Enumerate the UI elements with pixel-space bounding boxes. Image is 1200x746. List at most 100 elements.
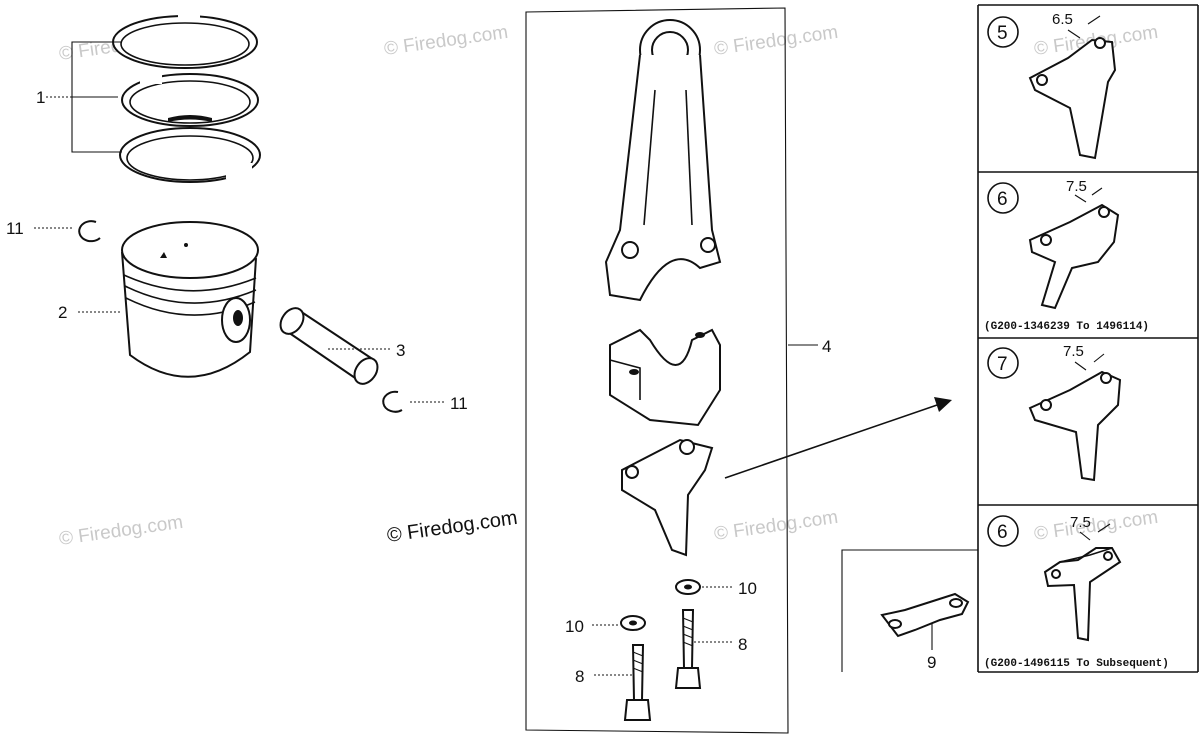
callout-3: 3 xyxy=(396,341,405,360)
circlip-upper xyxy=(78,220,101,243)
lock-plate-frame xyxy=(841,549,978,672)
lock-washer-right xyxy=(675,579,701,595)
circlip-ring xyxy=(78,220,101,243)
bolt-right xyxy=(674,609,702,689)
callout-8-left: 8 xyxy=(575,667,584,686)
ring-top-inner xyxy=(120,22,250,66)
ring-middle xyxy=(121,73,259,127)
callout-1: 1 xyxy=(36,88,45,107)
variant-arrow xyxy=(724,403,941,479)
cap-hole xyxy=(695,332,705,338)
watermark-main: © Firedog.com xyxy=(386,507,519,547)
lock-plate xyxy=(880,592,970,638)
plate-body xyxy=(880,592,970,638)
variant-dimension: 7.5 xyxy=(1070,514,1091,531)
crown-arrow xyxy=(160,252,167,258)
watermark: © Firedog.com xyxy=(58,512,185,550)
rod-beam xyxy=(604,54,722,302)
ring-texture xyxy=(168,115,212,122)
washer-hole xyxy=(629,620,637,626)
dipper-hole xyxy=(679,439,695,455)
ring-middle-inner xyxy=(129,80,251,124)
bolt-thread xyxy=(682,617,694,647)
dipper-hole xyxy=(625,465,639,479)
watermark: © Firedog.com xyxy=(383,22,510,60)
variant-hole xyxy=(1100,372,1112,384)
piston xyxy=(121,221,259,378)
dimension-lines xyxy=(1074,353,1105,371)
rod-bolt-hole xyxy=(700,237,716,253)
variant-number: 6 xyxy=(997,522,1008,543)
variant-panel-6a: 6 7.5 (G200-1346239 To 1496114) xyxy=(984,178,1149,333)
plate-hole xyxy=(949,598,963,608)
variant-panels xyxy=(977,4,1199,673)
bolt-head xyxy=(623,699,652,721)
pin-hole xyxy=(233,310,243,326)
variant-hole xyxy=(1103,551,1113,561)
rod-web xyxy=(643,89,656,226)
dimension-lines xyxy=(1079,523,1111,541)
circlip-lower xyxy=(382,390,403,413)
callout-11-upper: 11 xyxy=(6,219,24,238)
ring-gap xyxy=(178,12,200,22)
piston-pin xyxy=(279,307,379,385)
variant-dimension: 7.5 xyxy=(1066,178,1087,195)
bolt-left xyxy=(623,644,652,721)
ring-oil xyxy=(119,127,261,183)
crown-mark xyxy=(184,243,188,247)
variant-serial-range: (G200-1496115 To Subsequent) xyxy=(984,658,1169,670)
ring-groove xyxy=(124,285,257,304)
variant-hole xyxy=(1098,206,1110,218)
variant-hole xyxy=(1094,37,1106,49)
dipper-variant xyxy=(1043,547,1122,642)
connecting-rod xyxy=(604,19,722,302)
ring-gap xyxy=(140,74,162,84)
variant-hole xyxy=(1040,399,1052,411)
pin-end xyxy=(353,357,379,385)
variant-number-circle xyxy=(987,515,1019,547)
lock-washer-left xyxy=(620,615,646,631)
rod-web xyxy=(685,89,693,226)
rod-bolt-hole xyxy=(621,241,639,259)
variant-serial-range: (G200-1346239 To 1496114) xyxy=(984,321,1149,333)
cap-hole xyxy=(629,369,639,375)
callout-9: 9 xyxy=(927,653,936,672)
piston-rings xyxy=(112,12,261,183)
watermark: © Firedog.com xyxy=(713,22,840,60)
variant-hole xyxy=(1036,74,1048,86)
bolt-thread xyxy=(632,651,644,673)
variant-hole xyxy=(1051,569,1061,579)
variant-number-circle xyxy=(987,347,1019,379)
rod-cap xyxy=(609,328,721,427)
dipper-variant xyxy=(1028,370,1122,482)
watermark: © Firedog.com xyxy=(713,507,840,545)
variant-number: 5 xyxy=(997,23,1008,44)
variant-dimension: 7.5 xyxy=(1063,343,1084,360)
callout-10-left: 10 xyxy=(565,617,584,636)
oil-dipper xyxy=(621,438,714,557)
watermark: © Firedog.com xyxy=(1033,507,1160,545)
variant-dimension: 6.5 xyxy=(1052,11,1073,28)
plate-hole xyxy=(888,619,902,629)
callout-2: 2 xyxy=(58,303,67,322)
assembly-box xyxy=(525,7,789,734)
callout-11-lower: 11 xyxy=(450,394,468,413)
washer-hole xyxy=(684,584,692,590)
ring-oil-inner xyxy=(126,135,254,181)
variant-arrowhead xyxy=(934,397,952,412)
bolt-head xyxy=(674,667,702,689)
callout-4: 4 xyxy=(822,337,831,356)
circlip-ring xyxy=(382,390,403,413)
variant-number: 6 xyxy=(997,189,1008,210)
cap-body xyxy=(609,328,721,427)
dimension-lines xyxy=(1074,187,1103,203)
dipper-variant xyxy=(1028,203,1120,310)
dipper-body xyxy=(621,438,714,557)
variant-panel-5: 5 6.5 xyxy=(987,11,1117,160)
dimension-lines xyxy=(1067,15,1101,39)
ring-groove xyxy=(123,274,257,292)
variant-panel-6b: 6 7.5 (G200-1496115 To Subsequent) xyxy=(984,514,1169,670)
bolt-shank xyxy=(631,644,645,701)
